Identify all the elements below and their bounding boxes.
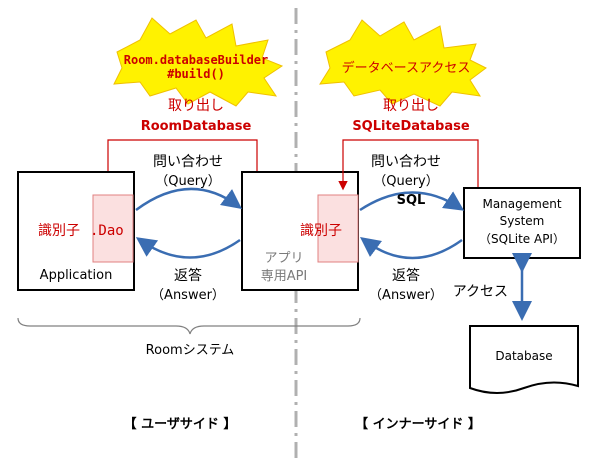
room-system-brace [17, 317, 361, 335]
right-retrieve-label: 取り出し [383, 98, 439, 114]
left-identifier-label: 識別子 [38, 223, 80, 239]
left-burst-line-1: Room.databaseBuilder [124, 53, 269, 67]
right-identifier-box [317, 194, 359, 263]
management-label-line-2: System [500, 214, 545, 228]
right-query-label-line-2: （Query） [373, 174, 439, 189]
management-label-line-3: （SQLite API） [479, 232, 565, 246]
left-answer-label-line-2: （Answer） [151, 288, 225, 303]
room-system-label: Roomシステム [146, 343, 235, 358]
left-identifier-box [92, 194, 134, 263]
right-identifier-label: 識別子 [300, 223, 342, 239]
left-answer-label-line-1: 返答 [174, 267, 202, 284]
left-burst-shape [113, 17, 284, 107]
left-query-label-line-1: 問い合わせ [153, 154, 223, 170]
management-label-line-1: Management [482, 197, 561, 211]
right-answer-arrow [359, 237, 463, 260]
access-label: アクセス [453, 284, 508, 300]
left-query-label-line-2: （Query） [155, 174, 221, 189]
right-answer-label-line-1: 返答 [392, 267, 420, 284]
left-retrieve-object: RoomDatabase [141, 119, 252, 134]
left-identifier-suffix: .Dao [90, 223, 124, 239]
user-side-title: 【 ユーザサイド 】 [124, 416, 237, 432]
right-retrieve-arrow [338, 139, 479, 191]
management-system-box [463, 187, 581, 259]
right-query-arrow [359, 191, 465, 212]
right-retrieve-object: SQLiteDatabase [352, 119, 470, 134]
app-api-label-line-1: アプリ [264, 251, 303, 266]
app-api-label-line-2: 専用API [261, 269, 308, 284]
right-burst-text: データベースアクセス [342, 60, 471, 76]
right-burst-shape [319, 19, 487, 107]
left-retrieve-label: 取り出し [168, 98, 224, 114]
left-retrieve-arrow [103, 139, 258, 191]
database-label: Database [495, 349, 552, 363]
right-answer-label-line-2: （Answer） [369, 288, 443, 303]
left-burst-line-2: #build() [167, 67, 225, 81]
inner-side-title: 【 インナーサイド 】 [355, 416, 481, 432]
database-shape [469, 325, 579, 394]
left-answer-arrow [135, 237, 241, 259]
left-query-arrow [135, 187, 243, 212]
application-box-label: Application [40, 268, 113, 283]
right-query-label-line-1: 問い合わせ [371, 154, 441, 170]
right-query-label-sql: SQL [397, 193, 426, 208]
